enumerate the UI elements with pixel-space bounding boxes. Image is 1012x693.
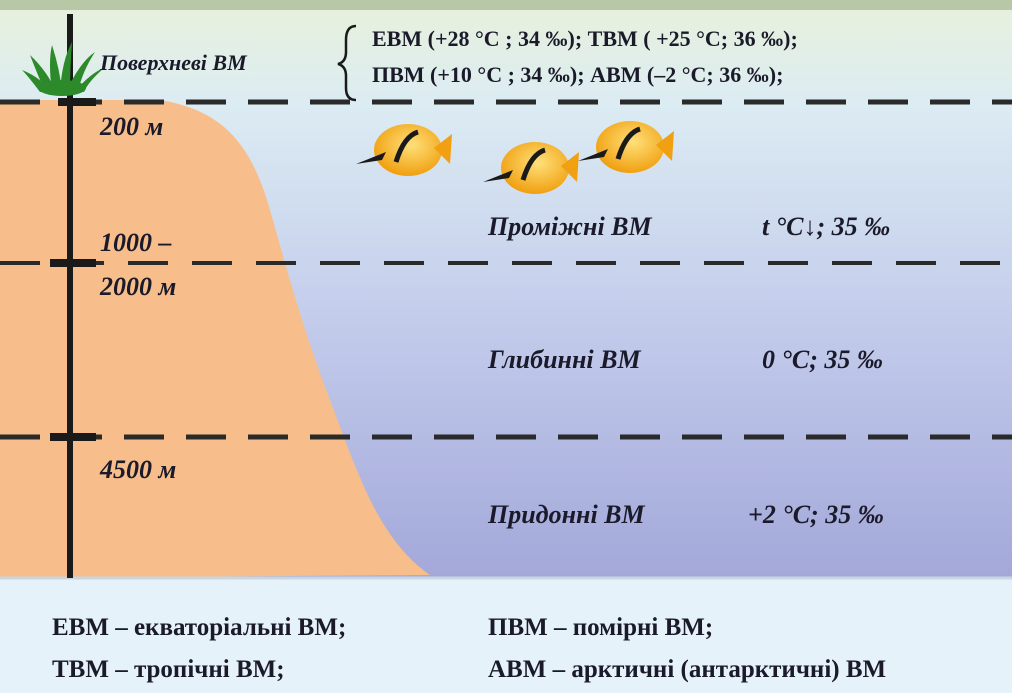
surface-water-line-1: ЕВМ (+28 °С ; 34 ‰); ТВМ ( +25 °С; 36 ‰)… [372, 26, 798, 51]
depth-label-4500: 4500 м [100, 455, 177, 484]
depth-label-2000: 2000 м [100, 272, 177, 301]
legend-pvm: ПВМ – помірні ВМ; [488, 614, 714, 641]
deep-water-label: Глибинні ВМ [488, 345, 641, 374]
bottom-water-label: Придонні ВМ [488, 500, 645, 529]
fish-icon [483, 142, 579, 194]
surface-water-label: Поверхневі ВМ [100, 50, 247, 75]
legend-evm: ЕВМ – екваторіальні ВМ; [52, 614, 347, 641]
fish-icon [356, 124, 452, 176]
surface-brace [337, 24, 357, 102]
depth-label-200: 200 м [100, 112, 164, 141]
intermediate-water-value: t °С↓; 35 ‰ [762, 212, 891, 241]
legend-avm: АВМ – арктичні (антарктичні) ВМ [488, 656, 887, 683]
land-profile [0, 100, 430, 578]
intermediate-water-label: Проміжні ВМ [488, 212, 652, 241]
legend-tvm: ТВМ – тропічні ВМ; [52, 656, 285, 683]
top-edge [0, 0, 1012, 10]
bottom-water-value: +2 °С; 35 ‰ [748, 500, 884, 529]
grass-icon [22, 42, 104, 96]
fish-icon [578, 121, 674, 173]
deep-water-value: 0 °С; 35 ‰ [762, 345, 883, 374]
surface-water-line-2: ПВМ (+10 °С ; 34 ‰); АВМ (–2 °С; 36 ‰); [372, 62, 784, 87]
depth-label-1000: 1000 – [100, 228, 172, 257]
